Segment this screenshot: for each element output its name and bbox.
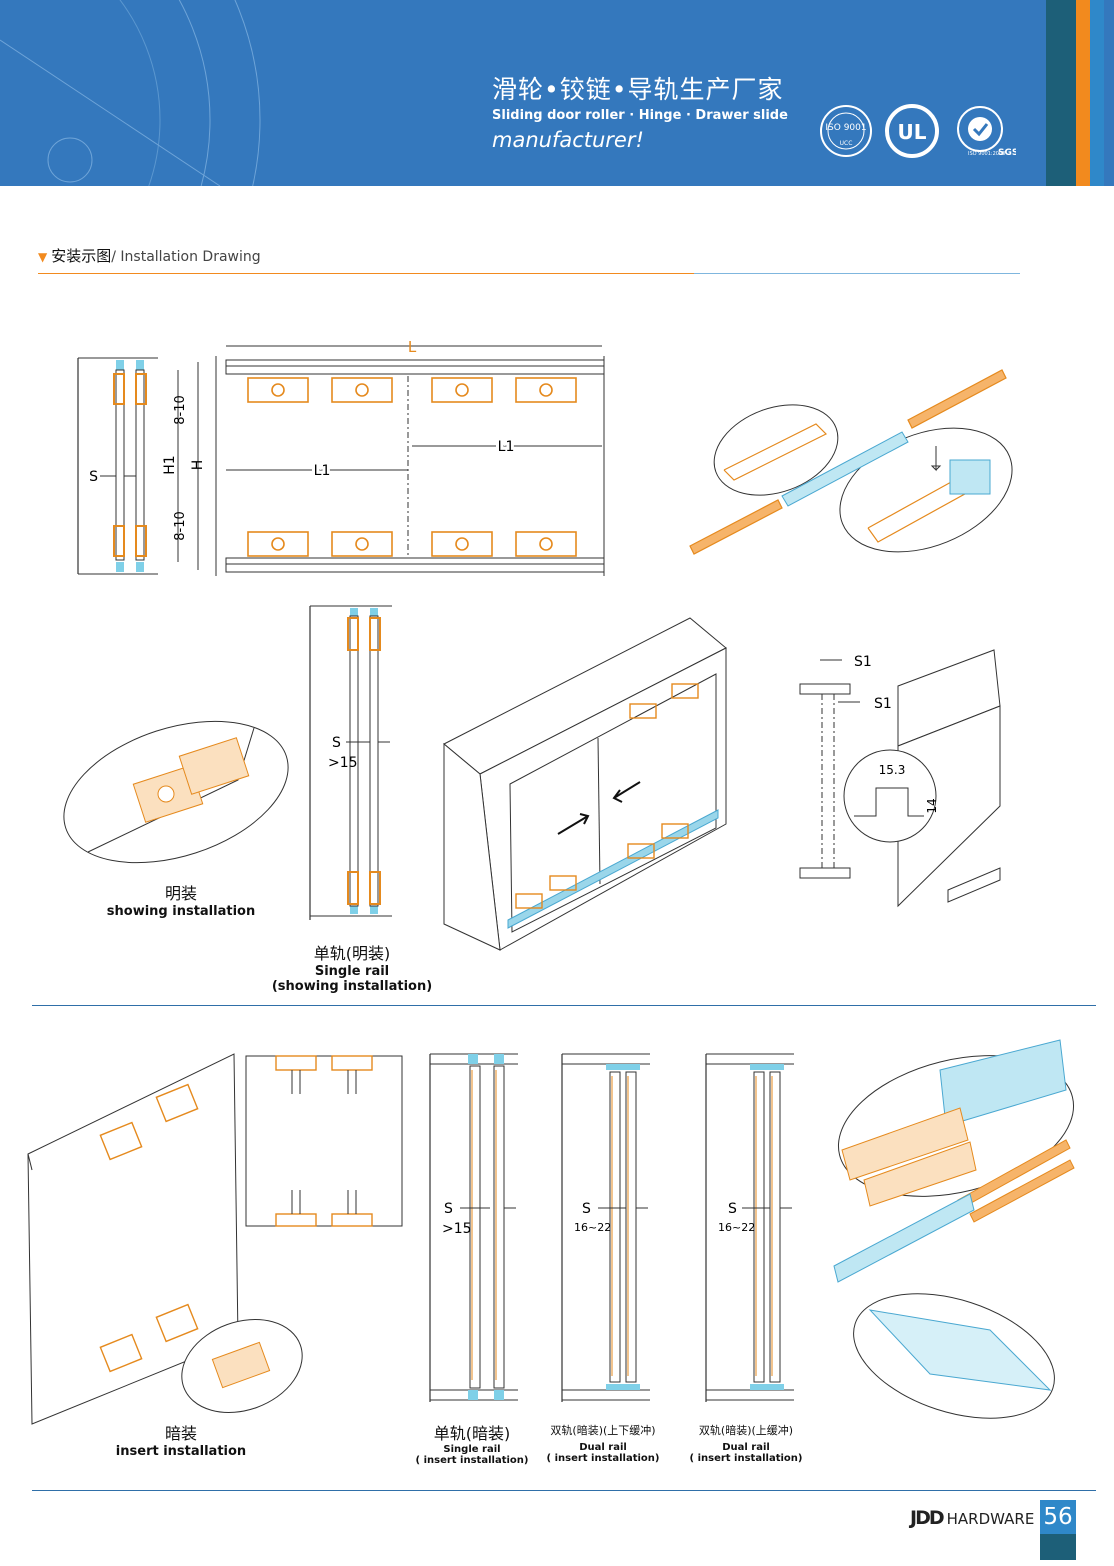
dim-dual-both-gap: 16~22	[574, 1221, 611, 1234]
single-rail-insert-drawing: S >15	[429, 1053, 518, 1402]
iso-cert-icon: ISO 9001 UCC	[820, 105, 872, 157]
insert-installation-drawing	[27, 1053, 303, 1425]
caption-dual-both-en2: ( insert installation)	[546, 1453, 660, 1464]
caption-single-showing-en1: Single rail	[314, 964, 390, 979]
dim-8-10-bottom: 8-10	[173, 511, 188, 541]
header-title-en: Sliding door roller · Hinge · Drawer sli…	[492, 108, 788, 123]
side-section-drawing: S H1 H 8-10 8-10	[77, 357, 206, 575]
showing-installation-drawing	[63, 720, 289, 864]
dim-L1-bg: L1	[314, 463, 331, 479]
ul-cert-icon: UL	[885, 104, 939, 158]
header-band	[0, 0, 1114, 186]
dim-S: S	[89, 469, 98, 485]
caption-dual-top: 双轨(暗装)(上缓冲) Dual rail ( insert installat…	[686, 1422, 806, 1464]
page-number: 56	[1040, 1500, 1076, 1534]
sgs-cert-text: SGS	[998, 148, 1016, 158]
brand-text: HARDWARE	[946, 1510, 1035, 1528]
caption-showing-cn: 明装	[164, 884, 197, 903]
front-view-drawing: L L1 L1 L1 L1	[215, 338, 605, 576]
routed-panel-drawing	[245, 1055, 403, 1227]
caption-insert: 暗装 insert installation	[96, 1420, 266, 1459]
dim-dual-top-gap: 16~22	[718, 1221, 755, 1234]
dim-H: H	[190, 460, 206, 471]
dual-rail-top-drawing: S 16~22	[705, 1053, 794, 1402]
cabinet-isometric-drawing	[443, 617, 727, 951]
sgs-cert-sub: ISO 9001:2000	[968, 151, 1005, 157]
brand-logo: JDD	[910, 1507, 945, 1529]
triangle-icon: ▼	[38, 250, 48, 264]
section-rule	[368, 273, 694, 274]
dim-L1-right: L1	[498, 439, 515, 455]
rail-exploded-drawing	[689, 369, 1013, 555]
dim-H1: H1	[162, 455, 178, 474]
dim-single-gap: >15	[328, 755, 358, 771]
ul-cert-text: UL	[898, 120, 927, 144]
section-title: ▼安装示图/ Installation Drawing	[38, 245, 261, 266]
caption-dual-both-cn: 双轨(暗装)(上下缓冲)	[550, 1424, 656, 1437]
page-number-bar	[1040, 1534, 1076, 1560]
dim-dual-both-S: S	[582, 1201, 591, 1217]
caption-dual-top-cn: 双轨(暗装)(上缓冲)	[698, 1424, 794, 1437]
dim-L1-bg: L1	[498, 439, 515, 455]
s1-detail-drawing: S1 S1 15.3 14	[799, 649, 1001, 908]
header-stripe-orange	[1076, 0, 1090, 186]
caption-dual-both-en1: Dual rail	[579, 1442, 627, 1453]
caption-dual-top-en2: ( insert installation)	[689, 1453, 803, 1464]
caption-single-insert-en2: ( insert installation)	[415, 1455, 529, 1466]
caption-dual-both: 双轨(暗装)(上下缓冲) Dual rail ( insert installa…	[540, 1422, 666, 1464]
caption-insert-cn: 暗装	[164, 1424, 197, 1443]
dim-single-insert-gap: >15	[442, 1221, 472, 1237]
caption-single-showing-en2: (showing installation)	[271, 979, 433, 994]
section-title-cn: 安装示图	[51, 247, 112, 265]
header-subtitle-en: manufacturer!	[492, 128, 644, 152]
dual-rail-both-drawing: S 16~22	[561, 1053, 650, 1402]
iso-cert-text: ISO 9001	[825, 123, 866, 133]
section-divider	[32, 1005, 1096, 1006]
caption-showing: 明装 showing installation	[96, 880, 266, 919]
header-decoration	[0, 0, 261, 186]
caption-single-showing: 单轨(明装) Single rail (showing installation…	[262, 940, 442, 994]
dim-dual-top-S: S	[728, 1201, 737, 1217]
dim-S1-top: S1	[854, 654, 872, 670]
rail-detail-drawing	[833, 1039, 1075, 1419]
section-rule	[694, 273, 1020, 274]
dim-14: 14	[925, 798, 939, 813]
footer-divider	[32, 1490, 1096, 1491]
header-stripe-blue	[1090, 0, 1104, 186]
caption-showing-en: showing installation	[106, 904, 256, 919]
header-title-cn: 滑轮•铰链•导轨生产厂家	[492, 75, 784, 104]
caption-single-insert-en1: Single rail	[443, 1444, 501, 1455]
iso-cert-sub: UCC	[840, 140, 853, 147]
single-rail-showing-drawing: S >15	[309, 605, 392, 920]
dim-S1-bottom: S1	[874, 696, 892, 712]
dim-L: L	[408, 338, 417, 356]
caption-single-showing-cn: 单轨(明装)	[313, 944, 391, 963]
dim-single-insert-S: S	[444, 1201, 453, 1217]
dim-15-3: 15.3	[879, 763, 906, 777]
dim-single-S: S	[332, 735, 341, 751]
dim-8-10-top: 8-10	[173, 395, 188, 425]
caption-single-insert: 单轨(暗装) Single rail ( insert installation…	[404, 1420, 540, 1466]
dim-L1-left: L1	[314, 463, 331, 479]
section-rule	[38, 273, 368, 274]
caption-single-insert-cn: 单轨(暗装)	[433, 1424, 511, 1443]
caption-dual-top-en1: Dual rail	[722, 1442, 770, 1453]
section-title-en: / Installation Drawing	[111, 249, 261, 265]
header-stripe-dark	[1046, 0, 1076, 186]
caption-insert-en: insert installation	[115, 1444, 247, 1459]
sgs-cert-icon: ISO 9001:2000 SGS	[957, 106, 1016, 158]
